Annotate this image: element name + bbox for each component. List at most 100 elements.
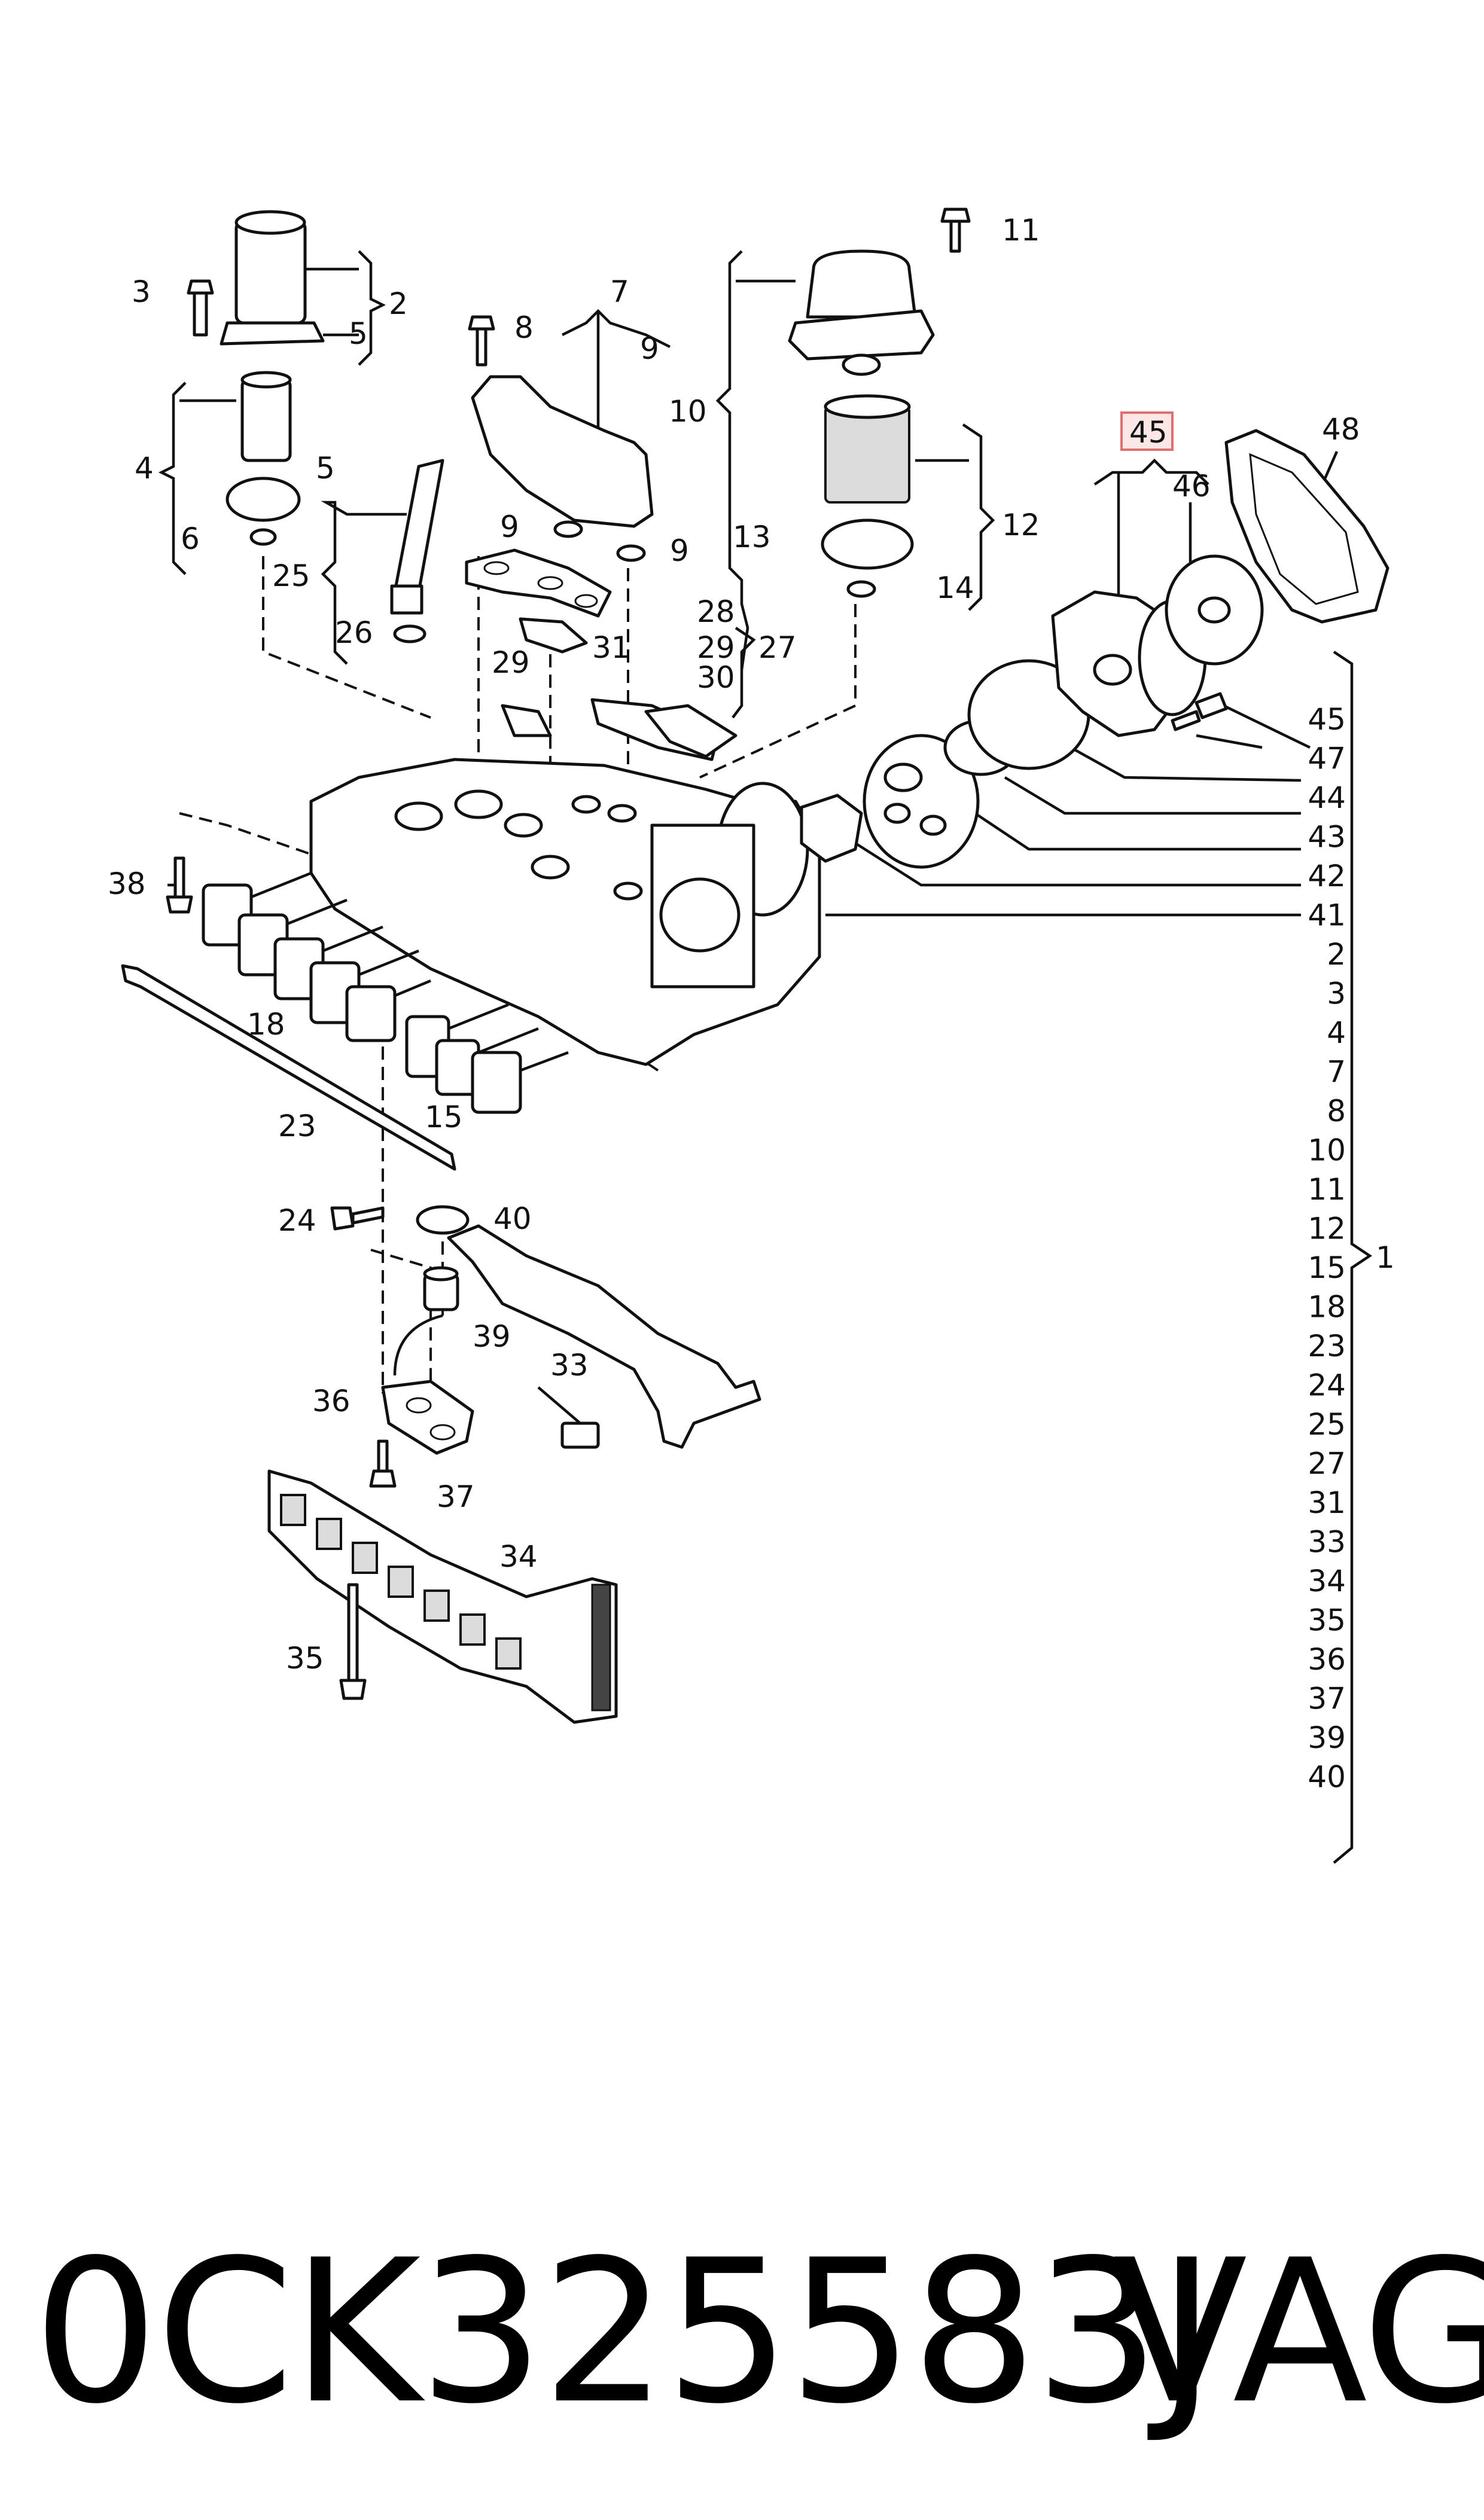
callout-12: 12 xyxy=(1002,508,1040,542)
part-41-gasket xyxy=(800,794,863,863)
assembly-list-item: 12 xyxy=(1308,1212,1346,1246)
callout-29-left: 29 xyxy=(492,645,530,680)
assembly-list-item: 42 xyxy=(1308,859,1346,893)
callout-4: 4 xyxy=(135,451,154,486)
callout-25: 25 xyxy=(272,559,310,593)
part-40-o-ring xyxy=(416,1205,470,1235)
callout-6: 6 xyxy=(181,521,200,556)
part-2-accumulator xyxy=(220,210,325,346)
part-9-seals xyxy=(553,520,646,562)
assembly-list: 4547444342412347810111215182324252731333… xyxy=(1308,702,1346,1795)
part-18-solenoid-valves xyxy=(202,871,431,1042)
part-33-wiring-harness xyxy=(447,1224,761,1449)
part-1-valve-body xyxy=(309,758,821,1066)
callout-28: 28 xyxy=(697,594,735,629)
part-5-o-ring xyxy=(226,477,301,522)
part-47-bolt xyxy=(1171,692,1228,731)
callout-13: 13 xyxy=(733,520,771,554)
callout-29-right: 29 xyxy=(697,630,735,665)
assembly-list-item: 47 xyxy=(1308,742,1346,776)
part-37-bolt xyxy=(369,1439,397,1488)
part-26-seal xyxy=(393,624,426,643)
part-12-filter xyxy=(824,394,911,504)
callout-14: 14 xyxy=(936,570,974,605)
assembly-list-item: 3 xyxy=(1327,977,1346,1011)
callout-11: 11 xyxy=(1002,213,1040,248)
callout-8: 8 xyxy=(514,310,534,345)
assembly-list-item: 27 xyxy=(1308,1447,1346,1481)
callout-9-right: 9 xyxy=(670,533,689,568)
part-4-filter-insert xyxy=(240,371,292,462)
assembly-list-item: 15 xyxy=(1308,1250,1346,1285)
assembly-list-item: 23 xyxy=(1308,1329,1346,1363)
assembly-list-item: 8 xyxy=(1327,1094,1346,1128)
callout-7: 7 xyxy=(610,274,629,309)
part-25-tube xyxy=(390,459,444,615)
part-48-cover xyxy=(1224,429,1389,624)
part-13-o-ring xyxy=(821,518,914,570)
callout-10: 10 xyxy=(669,394,707,429)
callout-33: 33 xyxy=(550,1348,589,1383)
part-28-gasket xyxy=(465,548,612,618)
callout-30: 30 xyxy=(697,660,735,695)
part-39-plug xyxy=(423,1266,459,1311)
assembly-list-item: 36 xyxy=(1308,1642,1346,1677)
part-7-cover xyxy=(471,375,654,528)
callout-38: 38 xyxy=(108,867,146,901)
assembly-list-item: 18 xyxy=(1308,1290,1346,1325)
part-3-bolt xyxy=(187,279,214,337)
callout-24: 24 xyxy=(278,1203,316,1238)
callout-45-highlighted: 45 xyxy=(1129,415,1168,450)
callout-37: 37 xyxy=(437,1479,475,1514)
part-10-pump-housing xyxy=(788,249,935,376)
callout-1: 1 xyxy=(1376,1240,1395,1275)
highlight-box-45 xyxy=(1120,411,1174,451)
assembly-list-item: 43 xyxy=(1308,820,1346,855)
part-38-bolt xyxy=(166,856,193,914)
callout-9-left: 9 xyxy=(500,510,519,544)
part-23-rail xyxy=(121,964,456,1171)
callout-5: 5 xyxy=(316,451,335,486)
callout-23: 23 xyxy=(278,1109,316,1143)
callout-3: 3 xyxy=(132,274,151,309)
assembly-list-item: 40 xyxy=(1308,1760,1346,1795)
leader-lines xyxy=(158,250,1373,1864)
assembly-list-item: 10 xyxy=(1308,1133,1346,1168)
assembly-list-item: 45 xyxy=(1308,702,1346,737)
callout-40: 40 xyxy=(493,1201,532,1236)
callout-48: 48 xyxy=(1322,412,1360,447)
part-6-seal xyxy=(249,528,277,546)
part-34-control-unit xyxy=(267,1469,618,1724)
assembly-list-item: 35 xyxy=(1308,1603,1346,1638)
footer: 0CK325583J VAG xyxy=(0,2213,1484,2452)
part-46-disc xyxy=(1165,554,1264,666)
callout-36: 36 xyxy=(312,1384,351,1418)
assembly-list-item: 4 xyxy=(1327,1015,1346,1050)
callout-46: 46 xyxy=(1172,469,1211,504)
assembly-list-item: 2 xyxy=(1327,937,1346,972)
callout-9-top: 9 xyxy=(640,331,659,366)
assembly-list-item: 44 xyxy=(1308,780,1346,815)
callout-34: 34 xyxy=(499,1539,538,1574)
assembly-list-item: 39 xyxy=(1308,1720,1346,1755)
part-8-bolt xyxy=(468,315,495,367)
callout-39: 39 xyxy=(473,1319,511,1354)
part-42-disc xyxy=(863,734,980,869)
part-29-30-gaskets xyxy=(501,698,738,761)
callout-18: 18 xyxy=(247,1007,285,1042)
callout-2: 2 xyxy=(389,286,408,321)
part-31-plate xyxy=(519,617,588,654)
assembly-list-item: 24 xyxy=(1308,1368,1346,1403)
part-36-bracket xyxy=(381,1314,600,1455)
assembly-list-item: 33 xyxy=(1308,1525,1346,1560)
part-15-solenoid-valves xyxy=(405,1003,569,1114)
assembly-list-item: 25 xyxy=(1308,1407,1346,1442)
assembly-list-item: 41 xyxy=(1308,898,1346,933)
part-number: 0CK325583J xyxy=(33,2217,1216,2447)
assembly-list-item: 37 xyxy=(1308,1682,1346,1716)
callout-5-top: 5 xyxy=(349,316,368,351)
assembly-list-item: 11 xyxy=(1308,1172,1346,1207)
part-24-bolt xyxy=(330,1206,385,1231)
callout-26: 26 xyxy=(335,615,373,650)
